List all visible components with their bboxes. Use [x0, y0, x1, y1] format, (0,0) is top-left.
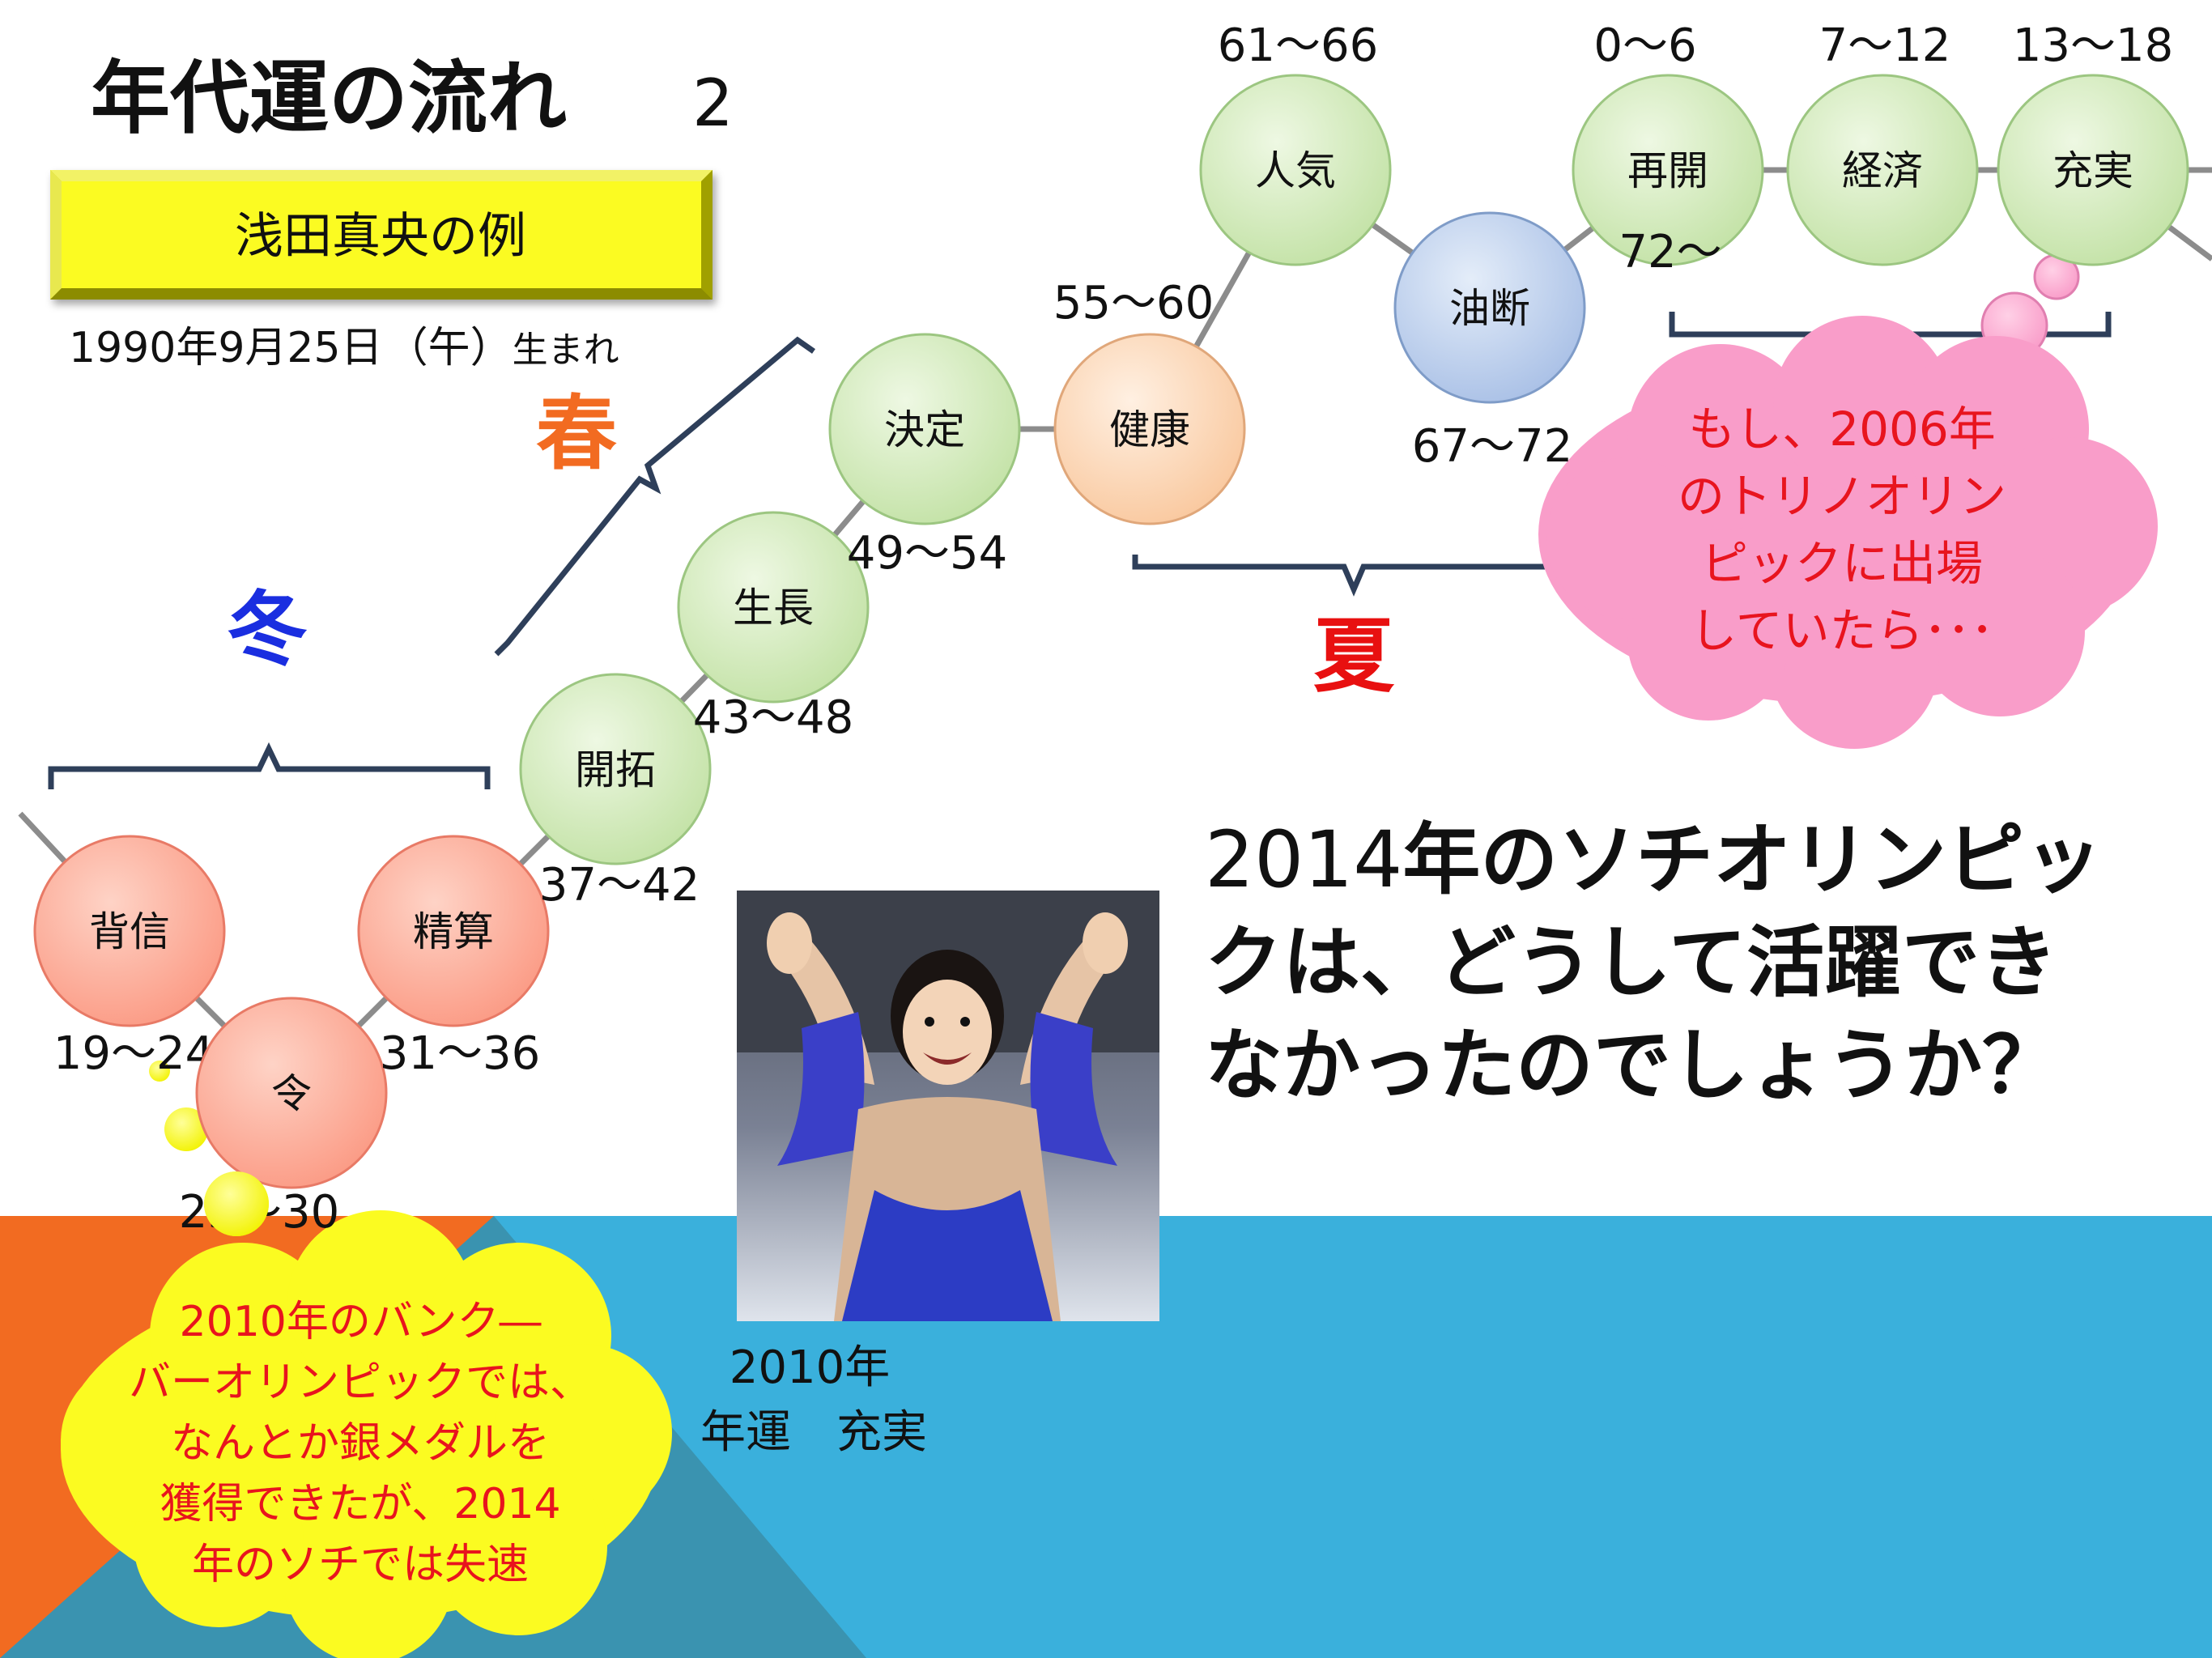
node-ages: 7～12 — [1819, 19, 1951, 72]
node-ages: 49～54 — [847, 527, 1008, 580]
node-ages: 67～72 — [1412, 420, 1573, 473]
yellow-cloud-text: 2010年のバンク― バーオリンピックでは、 なんとか銀メダルを 獲得できたが、… — [129, 1298, 592, 1589]
yellow-cloud-line-3: なんとか銀メダルを — [171, 1419, 550, 1468]
node-ages: 19～24 — [53, 1027, 215, 1080]
main-question: 2014年のソチオリンピッ クは、どうして活躍でき なかったのでしょうか？ — [1205, 814, 2102, 1111]
node-label: 充実 — [2052, 147, 2133, 194]
question-line-1-rest: 年のソチオリンピッ — [1402, 814, 2102, 905]
node-kaitaku: 開拓 37～42 — [519, 673, 712, 912]
birth-line: 1990年9月25日（午）生まれ — [69, 324, 619, 372]
example-box-label: 浅田真央の例 — [235, 208, 526, 265]
node-label: 令 — [271, 1070, 312, 1117]
birth-zodiac: 午 — [428, 324, 470, 372]
pink-cloud-line-4: していたら･･･ — [1690, 603, 1993, 658]
pink-cloud-line-1: もし、2006年 — [1688, 402, 1996, 457]
question-line-3: なかったのでしょうか？ — [1205, 1020, 2060, 1111]
node-label: 開拓 — [575, 746, 656, 793]
question-line-2: クは、どうして活躍でき — [1205, 917, 2057, 1008]
photo-caption-fortune: 年運 充実 — [700, 1406, 927, 1459]
node-yudan: 油断 67～72 — [1393, 211, 1586, 473]
node-ages-extra: 72～ — [1619, 226, 1721, 278]
node-juujitsu: 充実 13～18 — [1997, 19, 2189, 266]
birth-suffix: 生まれ — [513, 329, 619, 371]
node-rei: 令 — [195, 997, 388, 1189]
pink-cloud-text: もし、2006年 のトリノオリン ピックに出場 していたら･･･ — [1678, 402, 2006, 658]
yellow-cloud-line-5: 年のソチでは失速 — [192, 1541, 529, 1589]
node-ages: 43～48 — [693, 691, 854, 744]
node-keizai: 経済 7～12 — [1786, 19, 1979, 266]
node-label: 背信 — [89, 908, 170, 955]
node-ages: 31～36 — [380, 1027, 541, 1080]
node-ninki: 人気 61～66 — [1199, 19, 1392, 266]
node-haishin: 背信 19～24 — [33, 835, 226, 1080]
summer-label: 夏 — [1313, 609, 1395, 704]
winter-bracket — [48, 742, 491, 789]
node-label: 精算 — [413, 908, 494, 955]
example-box — [50, 170, 713, 300]
yellow-bubble-overlay — [204, 1171, 269, 1236]
node-ages: 55～60 — [1053, 277, 1214, 329]
spring-bracket — [494, 336, 816, 657]
pink-thought-cloud — [1538, 232, 2158, 749]
node-label: 生長 — [733, 585, 814, 631]
yellow-cloud-line-1: 2010年のバンク― — [180, 1298, 542, 1346]
question-year: 2014 — [1205, 814, 1402, 905]
node-label: 人気 — [1255, 147, 1336, 194]
question-line-1: 2014年のソチオリンピッ — [1205, 814, 2102, 905]
node-ages: 61～66 — [1218, 19, 1379, 72]
node-label: 経済 — [1842, 147, 1923, 194]
yellow-thought-cloud — [61, 1061, 672, 1658]
node-kettei: 決定 49～54 — [828, 333, 1021, 580]
node-seisan: 精算 31～36 — [357, 835, 550, 1080]
spring-label: 春 — [536, 386, 617, 481]
node-saikai: 再開 0～6 72～ — [1572, 19, 1764, 278]
skater-photo — [737, 891, 1159, 1321]
node-ages: 37～42 — [539, 859, 700, 912]
node-ages: 13～18 — [2013, 19, 2174, 72]
pink-cloud-line-2: のトリノオリン — [1678, 469, 2006, 524]
summer-bracket — [1132, 555, 1576, 597]
yellow-cloud-line-2: バーオリンピックでは、 — [129, 1358, 592, 1407]
birth-date: 1990年9月25日 — [69, 324, 383, 372]
page-title: 年代運の流れ — [91, 53, 567, 145]
yellow-cloud-line-4: 獲得できたが、2014 — [160, 1480, 560, 1528]
node-label: 油断 — [1449, 285, 1530, 332]
page-title-number: 2 — [692, 66, 734, 141]
photo-caption-year: 2010年 — [730, 1341, 891, 1394]
node-label: 健康 — [1109, 406, 1190, 453]
node-label: 決定 — [884, 406, 965, 453]
node-seichou: 生長 43～48 — [677, 511, 870, 744]
node-kenkou: 健康 55～60 — [1053, 277, 1246, 525]
node-label: 再開 — [1627, 147, 1708, 194]
node-ages: 0～6 — [1593, 19, 1696, 72]
pink-cloud-line-3: ピックに出場 — [1701, 536, 1983, 591]
winter-label: 冬 — [227, 582, 308, 677]
